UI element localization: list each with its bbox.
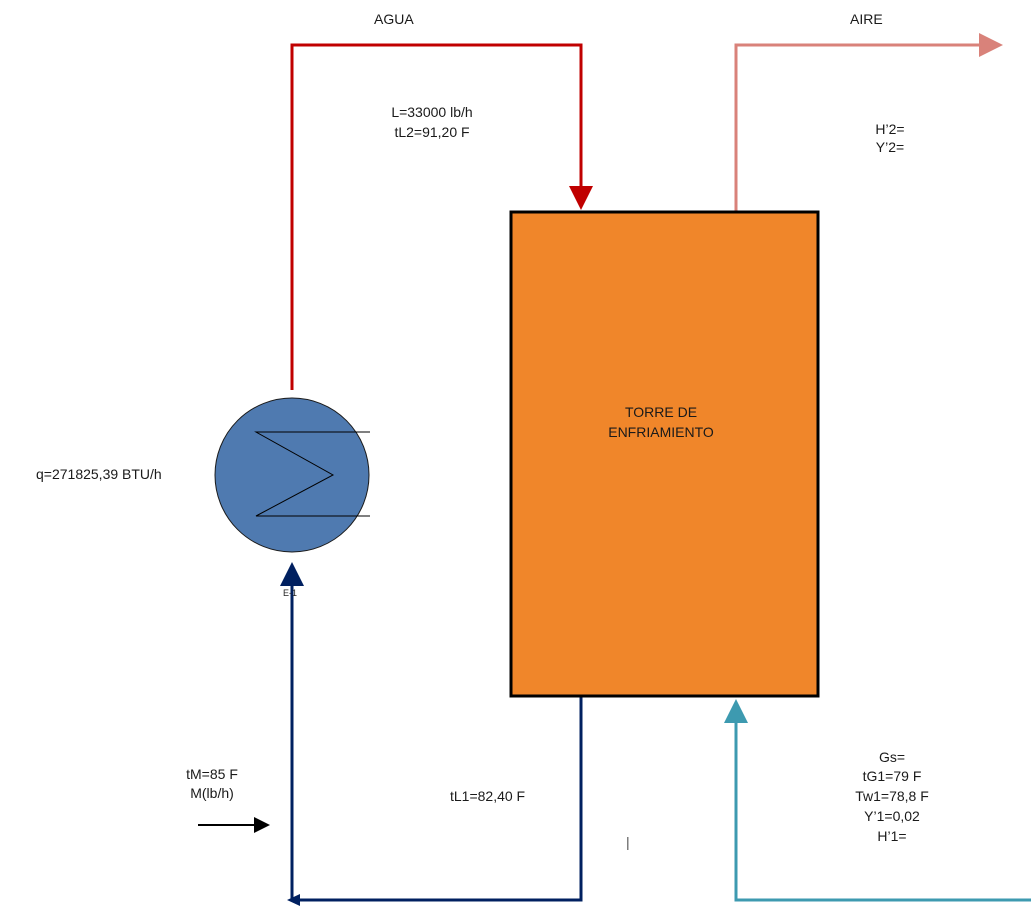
air-out-enthalpy: H’2= bbox=[875, 121, 905, 137]
stray-mark: | bbox=[626, 834, 630, 850]
heat-duty-label: q=271825,39 BTU/h bbox=[36, 466, 162, 482]
aire-label: AIRE bbox=[850, 11, 883, 27]
air-out-humidity: Y’2= bbox=[875, 139, 905, 155]
water-in-flow: L=33000 lb/h bbox=[391, 104, 473, 120]
cooling-tower bbox=[509, 210, 820, 698]
makeup-temp: tM=85 F bbox=[186, 766, 238, 782]
heat-exchanger-coil bbox=[254, 431, 370, 517]
air-out-line bbox=[734, 33, 1003, 212]
tower-label-line1: TORRE DE bbox=[624, 404, 698, 420]
air-in-gs: Gs= bbox=[878, 749, 906, 765]
air-in-h1: H’1= bbox=[877, 828, 907, 844]
cold-water-corner-arrow bbox=[287, 894, 300, 906]
air-in-line bbox=[724, 699, 1031, 902]
water-in-temp: tL2=91,20 F bbox=[394, 124, 470, 140]
air-in-y1: Y’1=0,02 bbox=[864, 808, 920, 824]
exchanger-tag: E-1 bbox=[283, 588, 298, 598]
air-in-tg1: tG1=79 F bbox=[862, 768, 922, 784]
tower-label-line2: ENFRIAMIENTO bbox=[608, 424, 714, 440]
water-out-temp: tL1=82,40 F bbox=[450, 788, 526, 804]
makeup-flow: M(lb/h) bbox=[190, 785, 234, 801]
hot-water-line bbox=[290, 43, 593, 390]
cold-water-line bbox=[280, 562, 583, 902]
air-in-tw1: Tw1=78,8 F bbox=[855, 788, 929, 804]
agua-label: AGUA bbox=[374, 11, 414, 27]
heat-exchanger bbox=[214, 397, 370, 553]
